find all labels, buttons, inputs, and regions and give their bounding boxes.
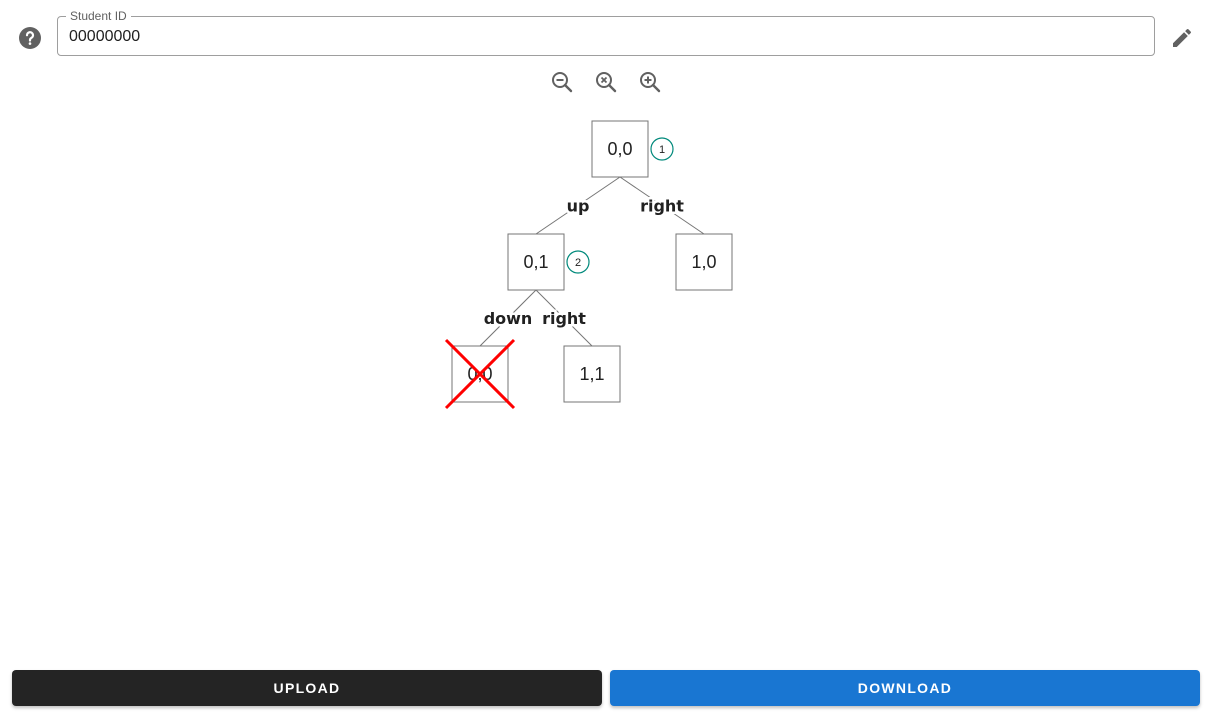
download-button[interactable]: DOWNLOAD <box>610 670 1200 706</box>
tree-node-order-badge <box>650 137 674 161</box>
zoom-out-icon[interactable] <box>550 70 574 94</box>
tree-node-order-number: 2 <box>575 257 581 269</box>
tree-edge-label: right <box>542 309 586 328</box>
tree-node[interactable] <box>591 120 649 178</box>
tree-node-label: 1,1 <box>579 364 604 384</box>
tree-node[interactable] <box>675 233 733 291</box>
tree-edge-line <box>535 176 621 235</box>
tree-edge-line <box>535 289 593 347</box>
cross-mark-icon <box>444 338 516 410</box>
tree-node-label: 0,1 <box>523 252 548 272</box>
tree-edge-label: down <box>484 309 533 328</box>
tree-edge-line <box>479 289 537 347</box>
tree-edge-label: right <box>640 197 684 216</box>
help-circle-icon[interactable] <box>18 26 42 50</box>
tree-node[interactable] <box>507 233 565 291</box>
tree-edge-line <box>619 176 705 235</box>
pencil-icon[interactable] <box>1170 26 1194 50</box>
upload-button[interactable]: UPLOAD <box>12 670 602 706</box>
zoom-in-icon[interactable] <box>638 70 662 94</box>
zoom-reset-icon[interactable] <box>594 70 618 94</box>
student-id-field[interactable]: Student ID <box>57 9 1155 56</box>
student-id-label: Student ID <box>66 9 131 23</box>
tree-node-label: 1,0 <box>691 252 716 272</box>
tree-node-order-badge <box>566 250 590 274</box>
student-id-input[interactable] <box>69 26 1139 48</box>
tree-edge-label: up <box>567 197 590 216</box>
tree-node-label: 0,0 <box>607 139 632 159</box>
tree-node-order-number: 1 <box>659 144 665 156</box>
tree-node[interactable] <box>563 345 621 403</box>
